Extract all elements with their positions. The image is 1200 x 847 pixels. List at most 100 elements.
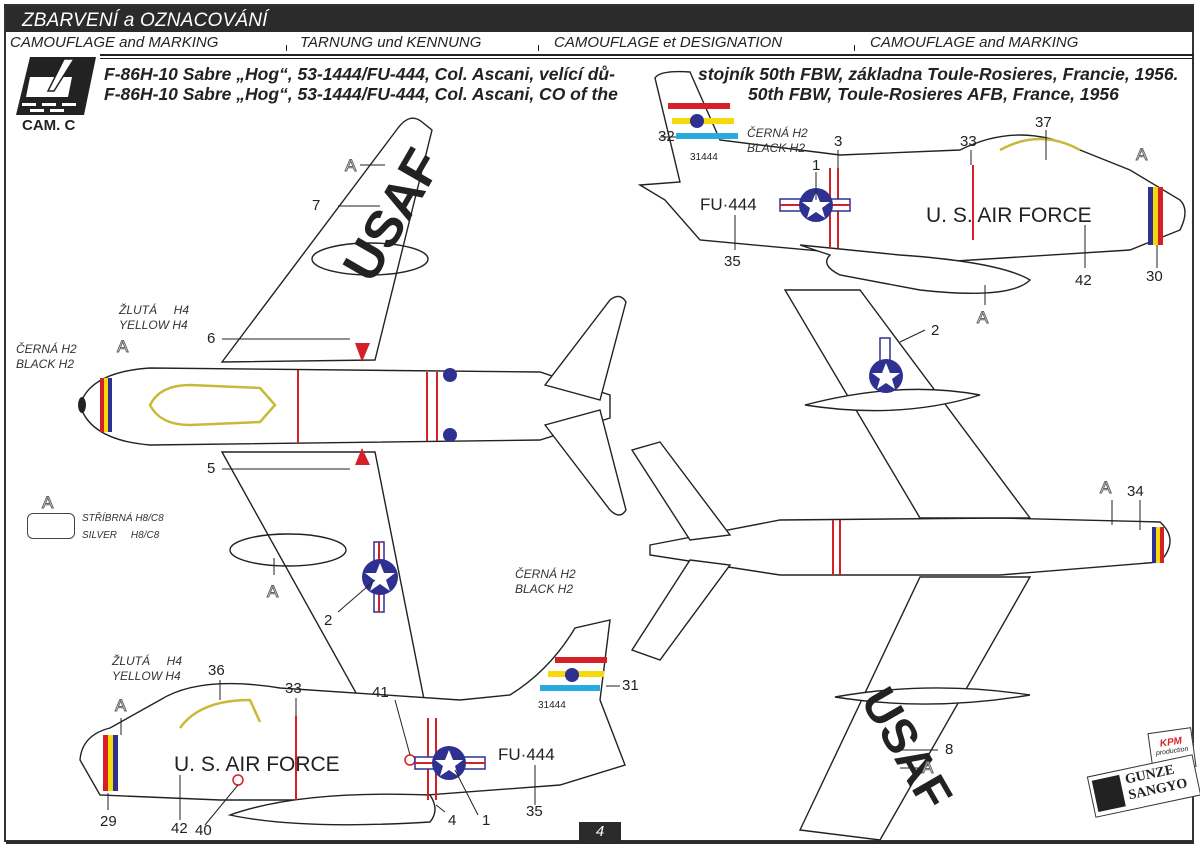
callout-a: A [266,582,279,602]
note-cz: ČERNÁ H2 [515,567,576,581]
note-cz: ŽLUTÁ H4 [119,303,190,317]
callout-35: 35 [526,803,543,820]
scheme-title-en: F-86H-10 Sabre „Hog“, 53-1444/FU-444, Co… [104,84,618,104]
bottom-view-stabilizer-upper [630,441,732,541]
callout-35: 35 [724,253,741,270]
left-profile-fuselage [79,619,626,801]
callout-a: A [116,337,129,357]
divider [538,45,539,51]
bottom-view-wing-insignia [869,337,903,393]
callout-3: 3 [834,133,843,150]
drop-tank-top [311,242,429,276]
callout-4: 4 [448,812,457,829]
right-profile-tail-bands [668,103,738,139]
gunze-logo-text: GUNZE SANGYO [1124,760,1189,804]
callout-33: 33 [285,680,302,697]
subtitle-en-2: CAMOUFLAGE and MARKING [870,34,1079,51]
buzz-number-right: FU·444 [700,195,757,214]
bottom-view-fuselage [649,517,1171,576]
drop-tank-bottom [229,533,347,567]
subtitle-fr: CAMOUFLAGE et DESIGNATION [554,34,783,51]
legend-letter: A [41,493,54,513]
callout-41: 41 [372,684,389,701]
callout-33: 33 [960,133,977,150]
page-title: ZBARVENÍ a OZNACOVÁNÍ [22,10,268,31]
top-view-insignia [443,368,457,442]
divider [854,45,855,51]
leader-lines [107,130,1158,826]
callout-a: A [1135,145,1148,165]
scheme-title-en-cont: 50th FBW, Toule-Rosieres AFB, France, 19… [748,84,1119,104]
callout-a: A [114,696,127,716]
callout-42: 42 [171,820,188,837]
scheme-title-cz: F-86H-10 Sabre „Hog“, 53-1444/FU-444, Co… [104,64,615,84]
tail-number-left: 31444 [538,700,566,711]
right-profile-drop-tank [799,244,1032,295]
note-en: YELLOW H4 [119,318,188,332]
callout-37: 37 [1035,114,1052,131]
left-profile-nose-bands [103,735,118,791]
callout-5: 5 [207,460,216,477]
callout-7: 7 [312,197,321,214]
legend-label-cz: STŘÍBRNÁ H8/C8 [82,513,164,524]
bottom-view-drop-tank-lower [834,687,1031,705]
note-cz: ČERNÁ H2 [747,126,808,140]
callout-a: A [1099,478,1112,498]
top-view-upper-wing [220,117,433,363]
right-profile-fuselage [637,70,1186,263]
bottom-view-lower-wing [798,576,1032,841]
callout-8: 8 [945,741,954,758]
subtitle-en: CAMOUFLAGE and MARKING [10,34,219,51]
wing-insignia-top-view [362,541,398,613]
page-number: 4 [579,822,621,842]
bottom-view-drop-tank-upper [804,388,981,412]
scheme-title-cz-cont: stojník 50th FBW, základna Toule-Rosiere… [698,64,1179,84]
callout-2: 2 [931,322,940,339]
color-note-black-tail-right: ČERNÁ H2 BLACK H2 [747,126,808,156]
callout-32: 32 [658,128,675,145]
buzz-number-left: FU·444 [498,745,555,764]
us-air-force-right: U. S. AIR FORCE [926,204,1092,227]
scheme-label: CAM. C [22,117,76,134]
right-profile-canopy [999,137,1081,152]
footer-bar [6,841,1194,844]
callout-40: 40 [195,822,212,839]
legend-swatch-silver [27,513,75,539]
right-profile-nose-bands [1148,187,1163,245]
legend-label-en: SILVER H8/C8 [82,530,160,541]
callout-29: 29 [100,813,117,830]
note-cz: ŽLUTÁ H4 [112,654,183,668]
callout-31: 31 [622,677,639,694]
subheader: CAMOUFLAGE and MARKING TARNUNG und KENNU… [6,33,1194,53]
left-profile-insignia [414,746,486,780]
note-cz: ČERNÁ H2 [16,342,77,356]
callout-30: 30 [1146,268,1163,285]
header-rule [100,54,1194,56]
callout-a: A [344,156,357,176]
divider [286,45,287,51]
tail-number-right: 31444 [690,152,718,163]
subtitle-de: TARNUNG und KENNUNG [300,34,482,51]
callout-2: 2 [324,612,333,629]
left-profile-canopy [178,698,262,729]
gunze-logo-mark-icon [1091,774,1126,813]
callout-1: 1 [482,812,491,829]
callout-a: A [921,758,934,778]
top-view-fuselage [79,367,611,446]
note-en: YELLOW H4 [112,669,181,683]
color-note-black-tail-left: ČERNÁ H2 BLACK H2 [515,567,576,597]
us-air-force-left: U. S. AIR FORCE [174,753,340,776]
top-view-canopy [148,383,277,427]
header-bar: ZBARVENÍ a OZNACOVÁNÍ [6,6,1194,32]
camouflage-logo-icon [16,57,96,115]
callout-1: 1 [812,157,821,174]
callout-6: 6 [207,330,216,347]
note-en: BLACK H2 [16,357,75,371]
color-note-black-nose: ČERNÁ H2 BLACK H2 [16,342,77,372]
callout-a: A [976,308,989,328]
callout-34: 34 [1127,483,1144,500]
legend-label: STŘÍBRNÁ H8/C8 SILVER H8/C8 [82,510,164,544]
left-profile-drop-tank [227,793,436,826]
color-note-yellow-top: ŽLUTÁ H4 YELLOW H4 [119,303,189,333]
